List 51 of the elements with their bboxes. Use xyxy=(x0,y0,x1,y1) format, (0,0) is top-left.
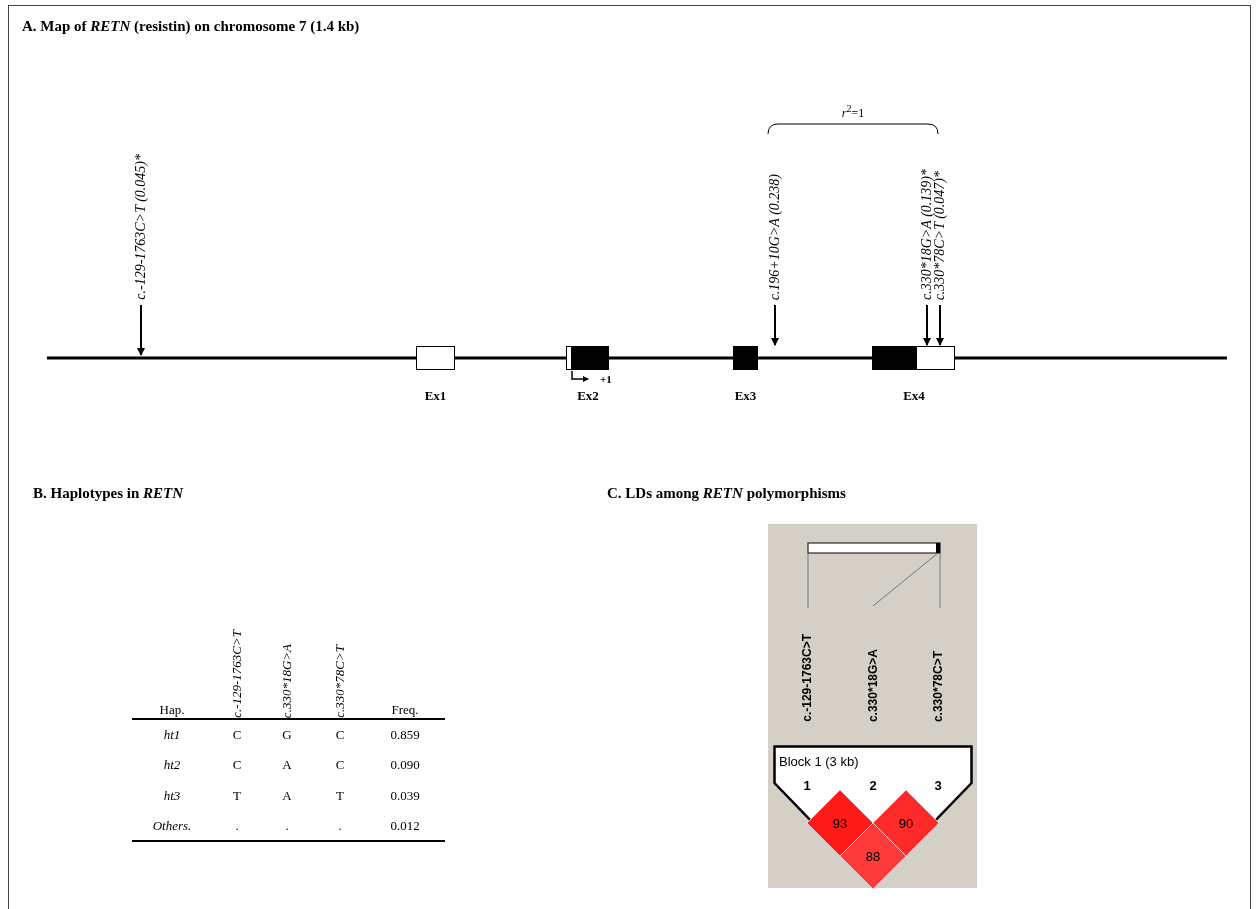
table-cell: . xyxy=(338,818,342,834)
panel-title: B. Haplotypes in RETN xyxy=(33,485,184,502)
variant-label: c.-129-1763C>T (0.045)* xyxy=(133,154,149,300)
marker-label: c.330*78C>T xyxy=(930,650,946,722)
exon-label: Ex2 xyxy=(577,388,599,404)
position-label: +1 xyxy=(600,373,612,385)
column-header: c.330*78C>T xyxy=(332,645,348,718)
table-cell: 0.039 xyxy=(390,788,420,804)
table-cell: C xyxy=(335,727,345,743)
table-cell: 0.012 xyxy=(390,818,420,834)
block-label: Block 1 (3 kb) xyxy=(779,754,859,769)
table-cell: 0.859 xyxy=(390,727,420,743)
exon-label: Ex4 xyxy=(903,388,925,404)
table-cell: C xyxy=(335,757,345,773)
marker-label: c.330*18G>A xyxy=(865,648,881,722)
exon-label: Ex3 xyxy=(734,388,757,404)
table-cell: Freq. xyxy=(391,702,419,718)
table-cell: T xyxy=(336,788,344,804)
exon-label: Ex1 xyxy=(424,388,447,404)
table-cell: C xyxy=(232,727,242,743)
table-cell: . xyxy=(235,818,239,834)
ld-value: 88 xyxy=(865,848,881,864)
panel-title: A. Map of RETN (resistin) on chromosome 7 (1.4 kb) xyxy=(22,18,360,35)
column-header: c.-129-1763C>T xyxy=(229,630,245,718)
table-cell: 0.090 xyxy=(390,757,420,773)
variant-label: c.330*18G>A (0.139)* xyxy=(919,169,935,300)
arrow xyxy=(936,304,944,346)
marker-label: c.-129-1763C>T xyxy=(799,634,815,722)
table-cell: . xyxy=(285,818,289,834)
marker-number: 2 xyxy=(869,777,877,793)
ld-annotation: r$^{2}$=1 xyxy=(841,103,865,121)
ld-value: 93 xyxy=(832,815,848,831)
table-cell: G xyxy=(282,727,292,743)
variant-label: c.196+10G>A (0.238) xyxy=(767,173,783,300)
arrow xyxy=(137,304,145,356)
table-cell: A xyxy=(282,757,292,773)
marker-number: 3 xyxy=(934,777,942,793)
table-cell: C xyxy=(232,757,242,773)
table-cell: ht2 xyxy=(163,757,181,773)
arrow xyxy=(923,304,931,346)
table-cell: T xyxy=(233,788,241,804)
arrow xyxy=(771,304,779,346)
marker-number: 1 xyxy=(803,777,811,793)
column-header: c.330*18G>A xyxy=(279,643,295,718)
table-cell: A xyxy=(282,788,292,804)
table-cell: Others. xyxy=(152,818,192,834)
table-cell: Hap. xyxy=(159,702,185,718)
table-cell: ht3 xyxy=(163,788,181,804)
table-cell: ht1 xyxy=(163,727,181,743)
ld-value: 90 xyxy=(898,815,914,831)
panel-title: C. LDs among RETN polymorphisms xyxy=(607,485,846,502)
